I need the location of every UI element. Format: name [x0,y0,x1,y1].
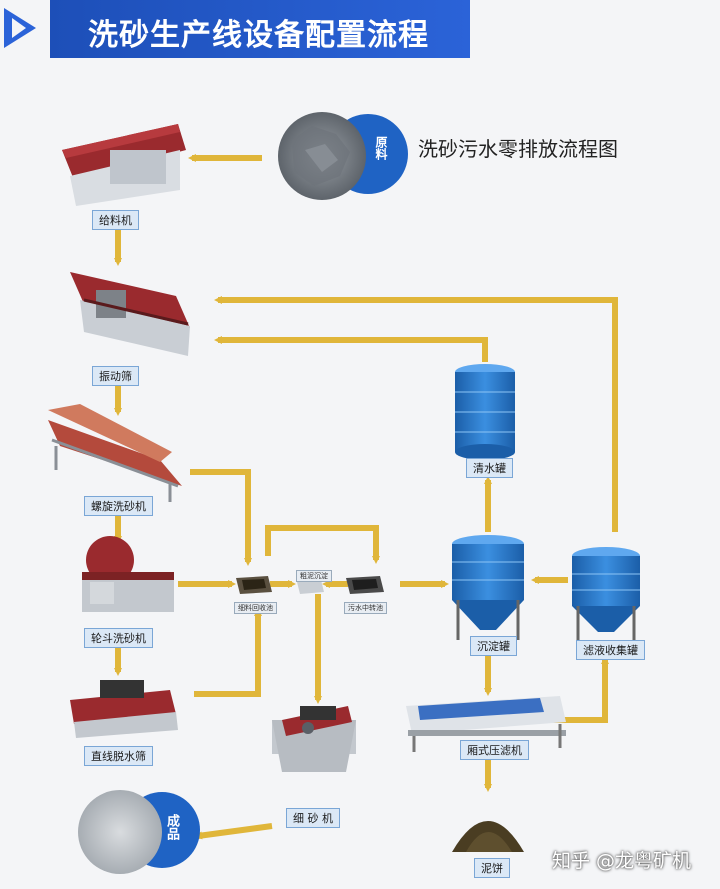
product-node [78,790,200,874]
spiral-washer-label: 螺旋洗砂机 [84,496,153,516]
dewatering-screen-label: 直线脱水筛 [84,746,153,766]
header: 洗砂生产线设备配置流程 [0,0,720,60]
vibrating-screen-label: 振动筛 [92,366,139,386]
dewatering-screen-machine [70,680,178,738]
vibrating-screen-machine [70,272,190,356]
clear-water-tank-label: 清水罐 [466,458,513,478]
fine-sand-machine-label: 细 砂 机 [286,808,340,828]
page-title: 洗砂生产线设备配置流程 [88,18,429,53]
feeder-label: 给料机 [92,210,139,230]
watermark: 知乎 @龙粤矿机 [552,850,692,872]
feeder-machine [62,124,186,206]
spiral-washer-machine [48,404,182,502]
header-arrow-icon [4,8,36,48]
settling-tank-label: 沉淀罐 [470,636,517,656]
product-label: 成品 [164,814,179,840]
wheel-washer-label: 轮斗洗砂机 [84,628,153,648]
diagram-subtitle: 洗砂污水零排放流程图 [418,137,618,161]
filtrate-tank-label: 滤液收集罐 [576,640,645,660]
raw-material-node [278,112,408,200]
pool1-label: 细料回收池 [234,602,277,614]
pool3-label: 污水中转池 [344,602,387,614]
fine-sand-machine [272,706,356,772]
wheel-washer-machine [82,536,174,612]
filtrate-tank [572,547,640,640]
mud-cake-pile [452,821,524,852]
clear-water-tank [455,364,515,460]
filter-press-machine [406,696,566,752]
mud-cake-label: 泥饼 [474,858,510,878]
settling-tank [452,535,524,640]
pool2-label: 粗泥沉淀 [296,570,332,582]
filter-press-label: 厢式压滤机 [460,740,529,760]
raw-material-label: 原料 [374,136,388,160]
header-bar [50,0,470,58]
